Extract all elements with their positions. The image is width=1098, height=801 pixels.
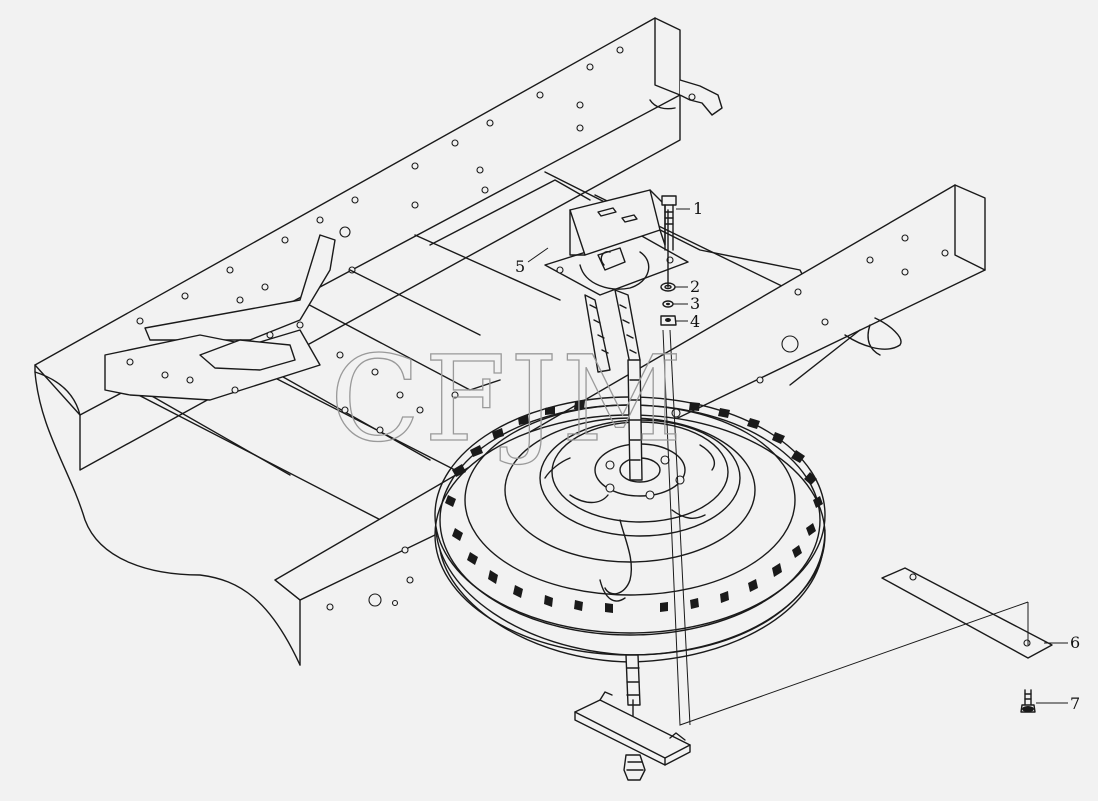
callout-2: 2 [690, 277, 700, 296]
callout-6: 6 [1070, 633, 1080, 652]
left-frame-rail [34, 17, 981, 666]
callout-7: 7 [1070, 694, 1080, 713]
hold-down-plate [574, 691, 691, 781]
watermark: CFJM [330, 330, 686, 468]
callouts: 1 2 3 4 5 6 7 [515, 199, 1080, 713]
retainer-strap [881, 567, 1053, 659]
assembly-leader-lines [662, 329, 1029, 726]
fastener-stack [660, 195, 677, 326]
callout-3: 3 [690, 294, 700, 313]
tread-pattern [445, 401, 823, 613]
callout-4: 4 [690, 312, 700, 331]
carrier-bracket [544, 189, 689, 296]
callout-5: 5 [515, 257, 525, 276]
callout-1: 1 [693, 199, 703, 218]
retainer-bolt [1020, 689, 1036, 713]
chain-assembly [584, 289, 643, 741]
